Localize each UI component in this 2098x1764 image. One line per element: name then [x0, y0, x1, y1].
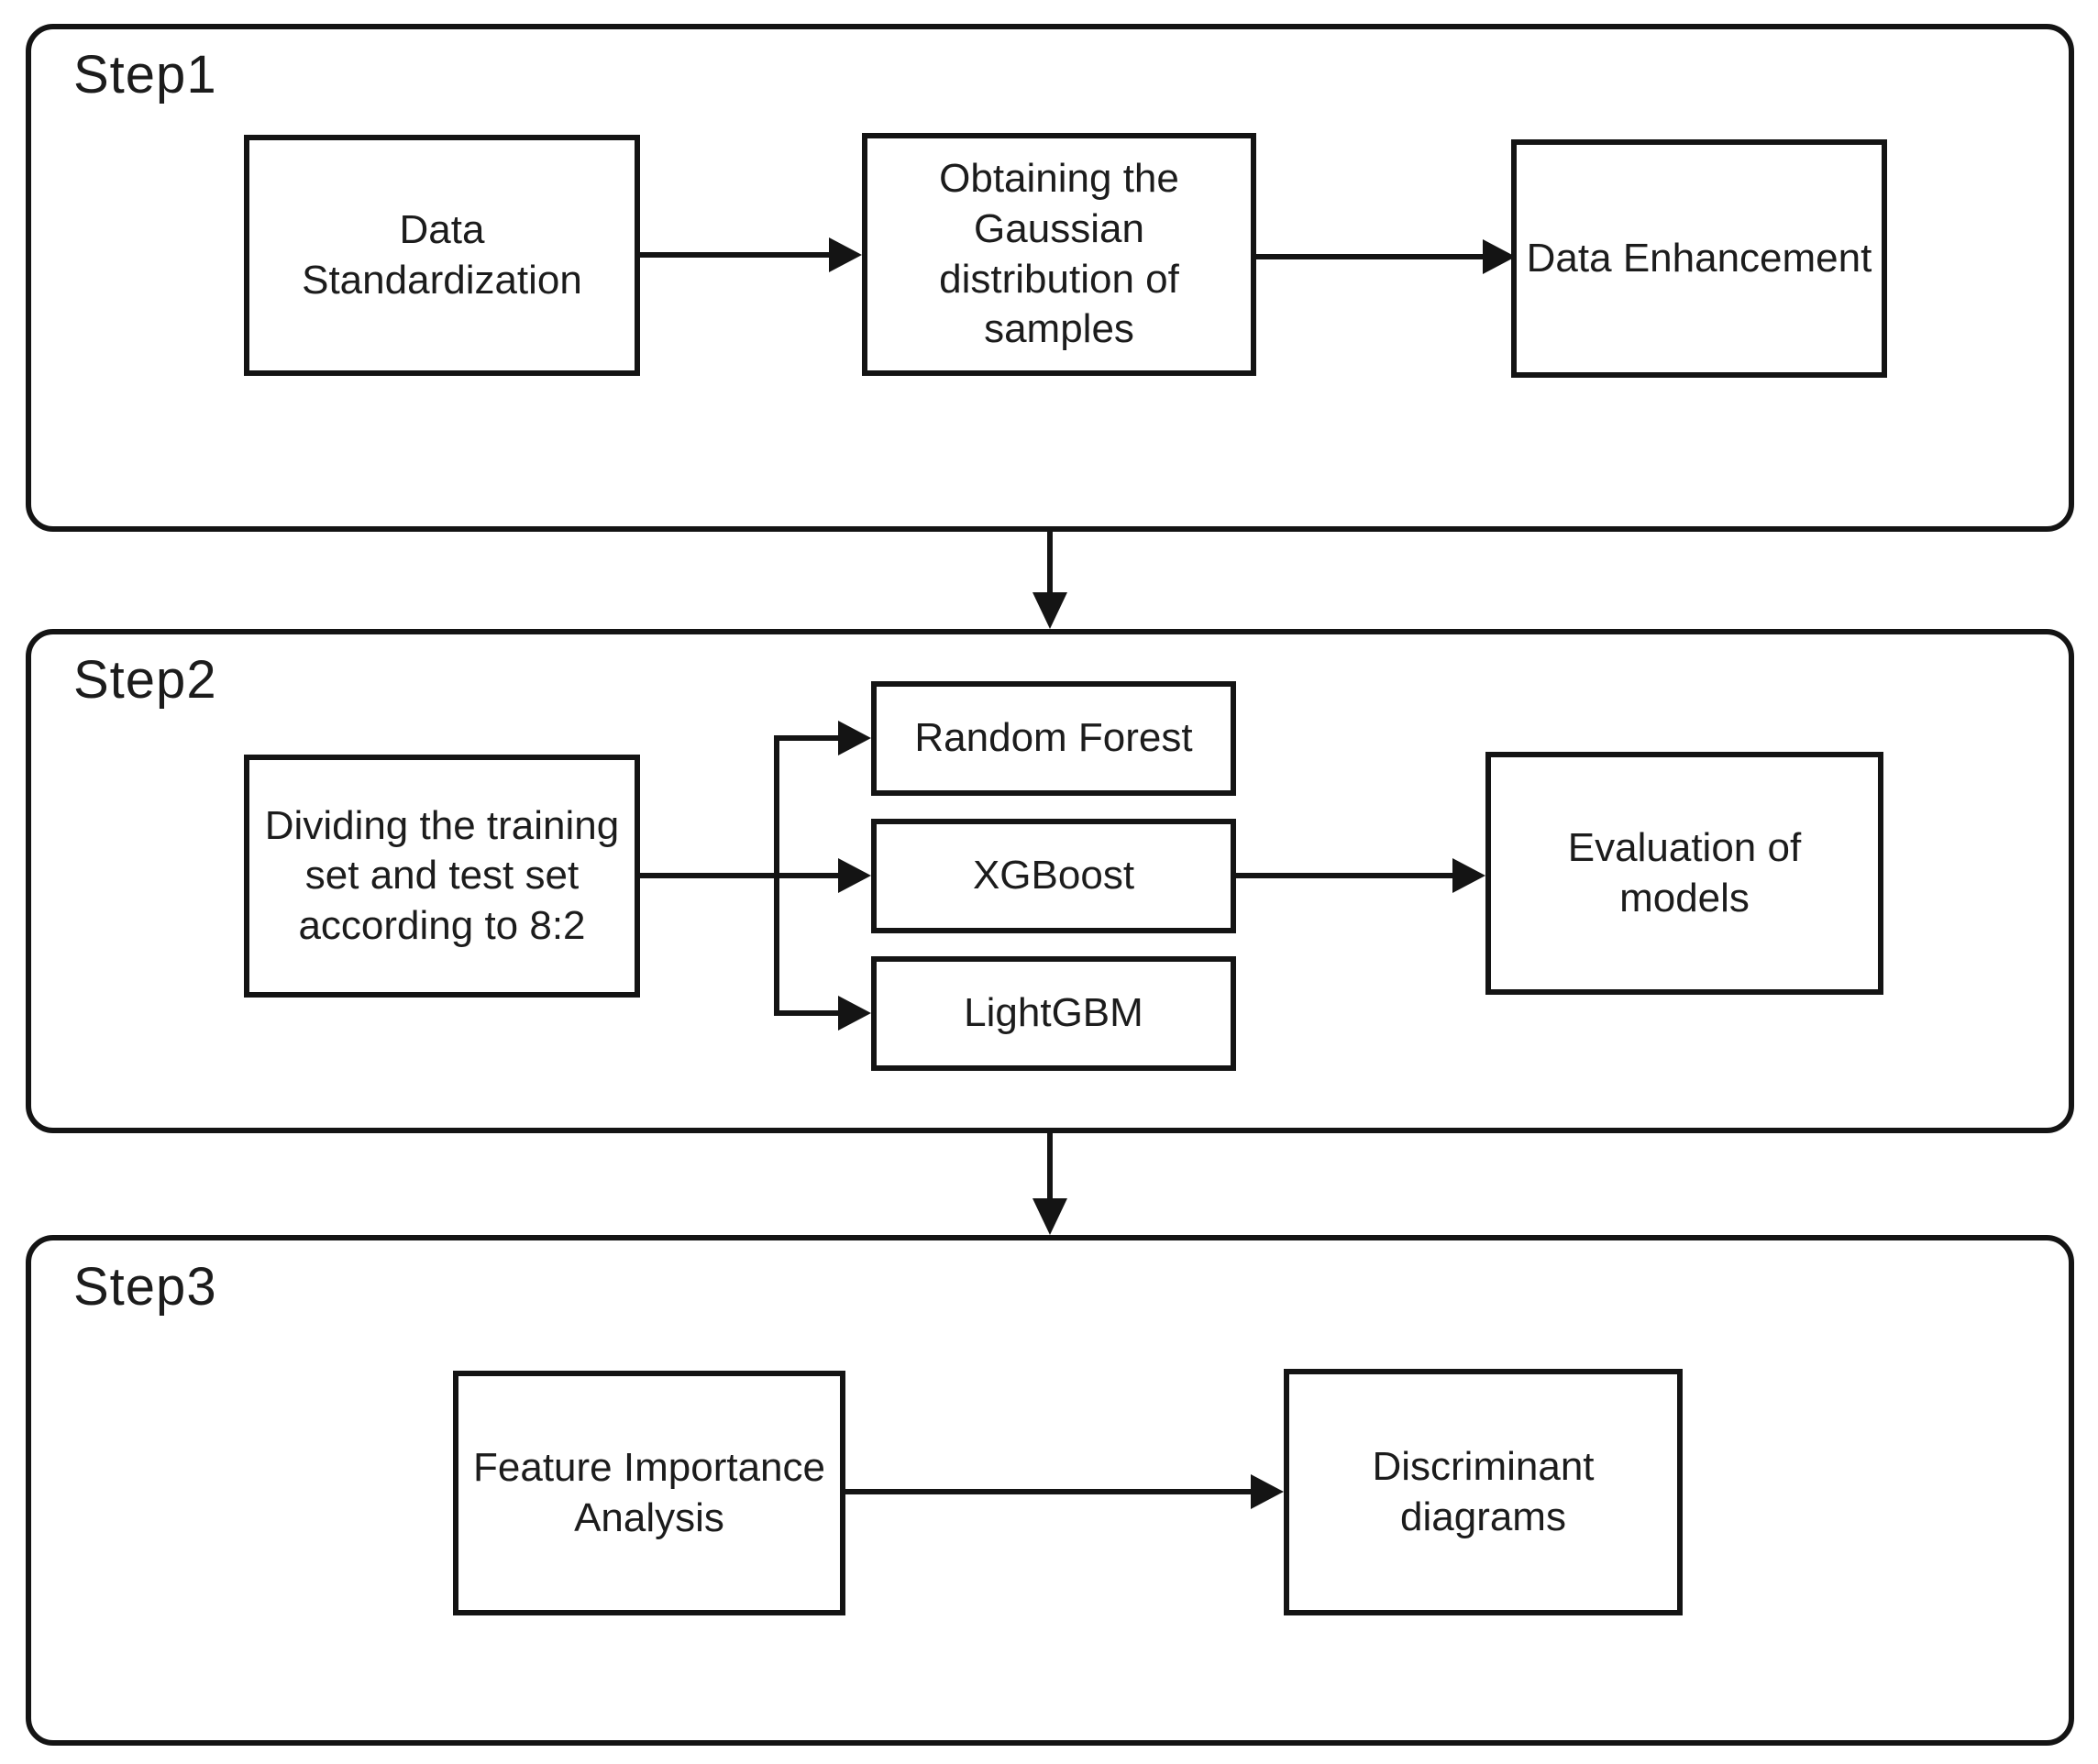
- arrow-branch-to-random-forest-line: [774, 735, 838, 741]
- step3-label: Step3: [73, 1257, 217, 1317]
- node-feature-importance-analysis: Feature Importance Analysis: [453, 1371, 845, 1615]
- step1-label: Step1: [73, 45, 217, 105]
- arrow-branch-to-lightgbm-line: [774, 1010, 838, 1016]
- arrow-standardization-to-gaussian-line: [640, 252, 829, 258]
- arrow-gaussian-to-enhancement-head-icon: [1483, 239, 1516, 274]
- arrow-step1-to-step2-line: [1047, 532, 1053, 592]
- arrow-dividing-to-xgboost-head-icon: [838, 858, 871, 893]
- arrow-step2-to-step3-head-icon: [1032, 1198, 1067, 1235]
- step2-label: Step2: [73, 650, 217, 710]
- node-dividing-train-test: Dividing the training set and test set a…: [244, 755, 640, 998]
- arrow-feature-to-discriminant-head-icon: [1251, 1474, 1284, 1509]
- arrow-xgboost-to-evaluation-line: [1236, 873, 1452, 878]
- node-random-forest: Random Forest: [871, 681, 1236, 796]
- node-xgboost: XGBoost: [871, 819, 1236, 933]
- node-lightgbm: LightGBM: [871, 956, 1236, 1071]
- arrow-branch-to-random-forest-head-icon: [838, 721, 871, 755]
- arrow-branch-to-lightgbm-head-icon: [838, 996, 871, 1031]
- arrow-step2-to-step3-line: [1047, 1133, 1053, 1198]
- node-discriminant-diagrams: Discriminant diagrams: [1284, 1369, 1683, 1615]
- arrow-feature-to-discriminant-line: [845, 1489, 1251, 1494]
- node-data-enhancement: Data Enhancement: [1511, 139, 1887, 378]
- arrow-xgboost-to-evaluation-head-icon: [1452, 858, 1485, 893]
- arrow-step1-to-step2-head-icon: [1032, 592, 1067, 629]
- node-evaluation-of-models: Evaluation of models: [1485, 752, 1883, 995]
- node-obtaining-gaussian-distribution: Obtaining the Gaussian distribution of s…: [862, 133, 1256, 376]
- arrow-dividing-to-xgboost-line: [640, 873, 838, 878]
- arrow-standardization-to-gaussian-head-icon: [829, 237, 862, 272]
- node-data-standardization: Data Standardization: [244, 135, 640, 376]
- branch-vertical-line: [774, 735, 779, 1016]
- arrow-gaussian-to-enhancement-line: [1256, 254, 1483, 259]
